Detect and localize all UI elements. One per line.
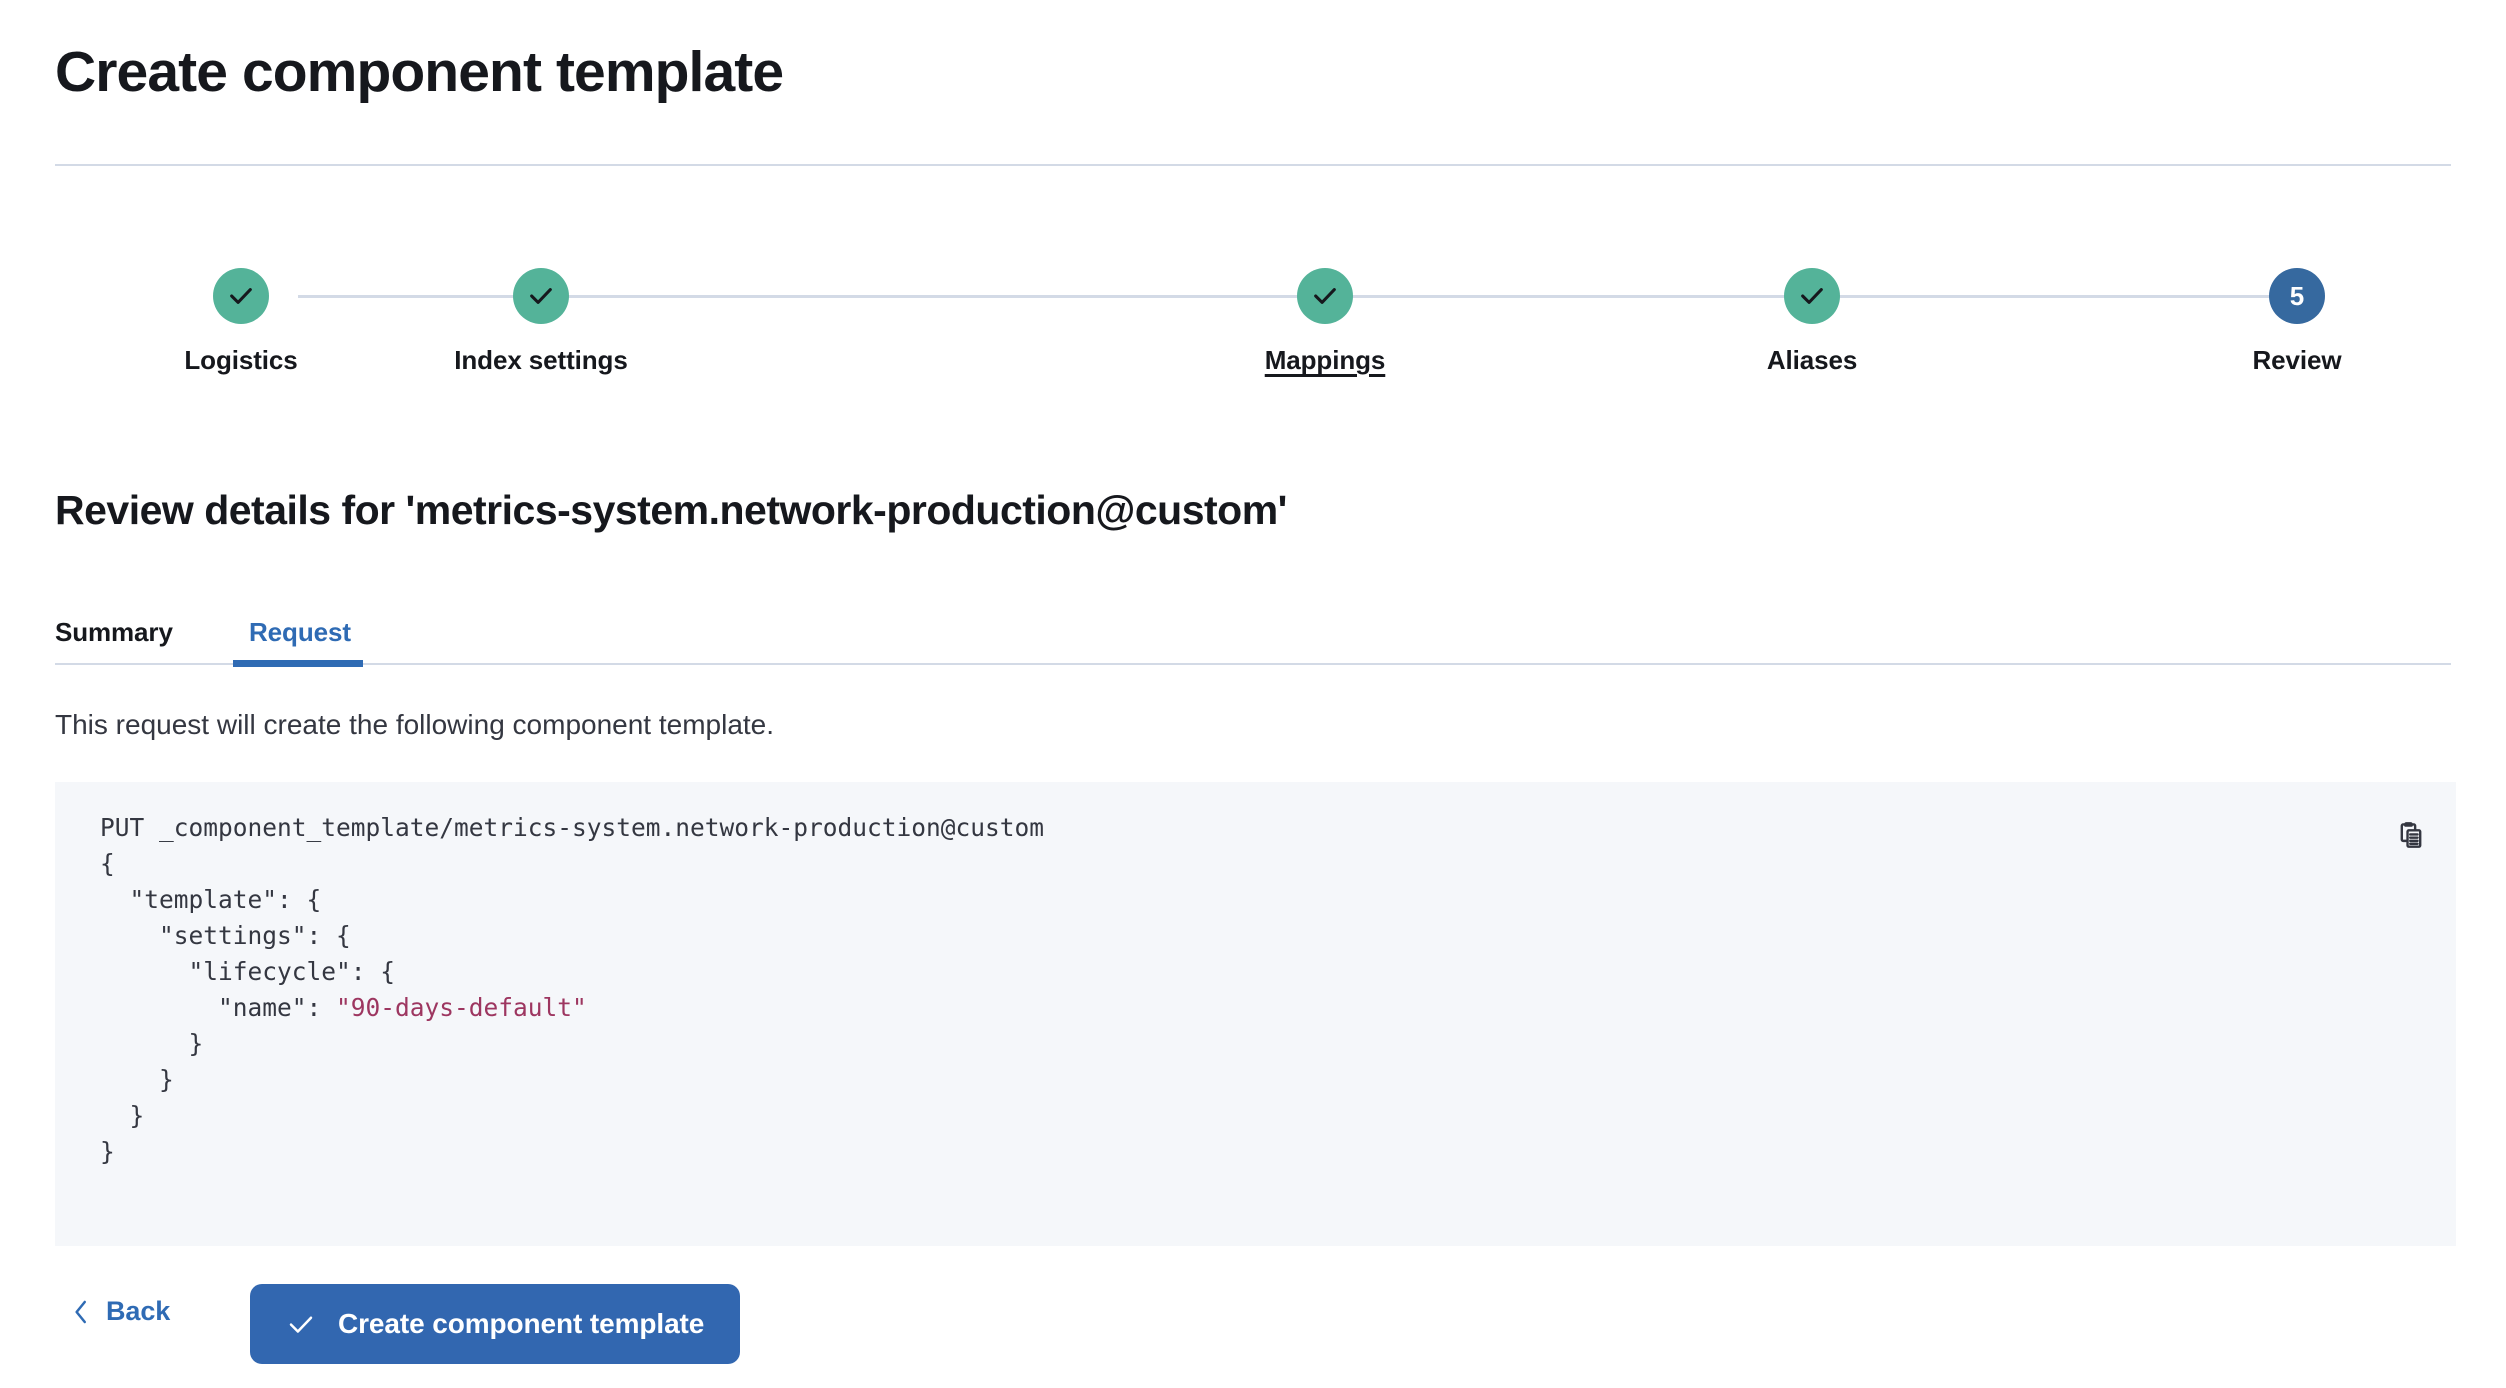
back-button[interactable]: Back: [70, 1296, 170, 1327]
wizard-stepper: Logistics Index settings Mappings Aliase…: [55, 250, 2451, 390]
step-index-settings[interactable]: Index settings: [391, 250, 691, 376]
header-divider: [55, 164, 2451, 166]
step-logistics[interactable]: Logistics: [91, 250, 391, 376]
tab-summary[interactable]: Summary: [55, 598, 173, 666]
request-code-text: PUT _component_template/metrics-system.n…: [100, 810, 1044, 1170]
step-review[interactable]: 5 Review: [2147, 250, 2447, 376]
step-logistics-label[interactable]: Logistics: [184, 345, 298, 375]
code-line-close-4: }: [100, 1137, 115, 1166]
tabs-baseline: [55, 663, 2451, 665]
code-line-close-3: }: [100, 1101, 145, 1130]
check-icon: [289, 1316, 313, 1333]
step-mappings[interactable]: Mappings: [1175, 250, 1475, 376]
code-line-lifecycle: "lifecycle": {: [100, 957, 396, 986]
back-button-label: Back: [106, 1296, 171, 1326]
code-line-settings: "settings": {: [100, 921, 351, 950]
review-heading: Review details for 'metrics-system.netwo…: [55, 487, 1287, 533]
request-description: This request will create the following c…: [55, 709, 775, 740]
step-mappings-label[interactable]: Mappings: [1264, 345, 1386, 375]
copy-clipboard-icon: [2400, 822, 2422, 848]
check-icon: [1314, 288, 1336, 304]
tab-request[interactable]: Request: [249, 598, 351, 666]
check-icon: [230, 288, 252, 304]
code-line-template: "template": {: [100, 885, 322, 914]
check-icon: [1801, 288, 1823, 304]
code-line-close-2: }: [100, 1065, 174, 1094]
check-icon: [530, 288, 552, 304]
code-line-name-key: "name": "90-days-default": [100, 993, 587, 1022]
copy-icon[interactable]: [2388, 812, 2434, 858]
step-index-settings-circle[interactable]: [513, 268, 569, 324]
create-button-label: Create component template: [338, 1308, 705, 1339]
review-tabs: Summary Request: [55, 598, 2451, 667]
tab-active-underline: [233, 660, 363, 667]
request-code-block: PUT _component_template/metrics-system.n…: [55, 782, 2456, 1246]
step-review-circle[interactable]: 5: [2269, 268, 2325, 324]
create-component-template-button[interactable]: Create component template: [250, 1284, 741, 1364]
chevron-left-icon: [75, 1300, 86, 1323]
code-line-close-1: }: [100, 1029, 204, 1058]
step-aliases[interactable]: Aliases: [1662, 250, 1962, 376]
code-line-open-brace: {: [100, 849, 115, 878]
code-line-request: PUT _component_template/metrics-system.n…: [100, 813, 1045, 842]
page-title: Create component template: [55, 40, 784, 104]
step-review-number: 5: [2289, 280, 2305, 311]
step-logistics-circle[interactable]: [213, 268, 269, 324]
step-aliases-circle[interactable]: [1784, 268, 1840, 324]
code-string-value: "90-days-default": [336, 993, 587, 1022]
step-index-settings-label[interactable]: Index settings: [454, 345, 628, 375]
step-aliases-label[interactable]: Aliases: [1766, 345, 1858, 375]
step-mappings-circle[interactable]: [1297, 268, 1353, 324]
step-review-label[interactable]: Review: [2252, 345, 2342, 375]
